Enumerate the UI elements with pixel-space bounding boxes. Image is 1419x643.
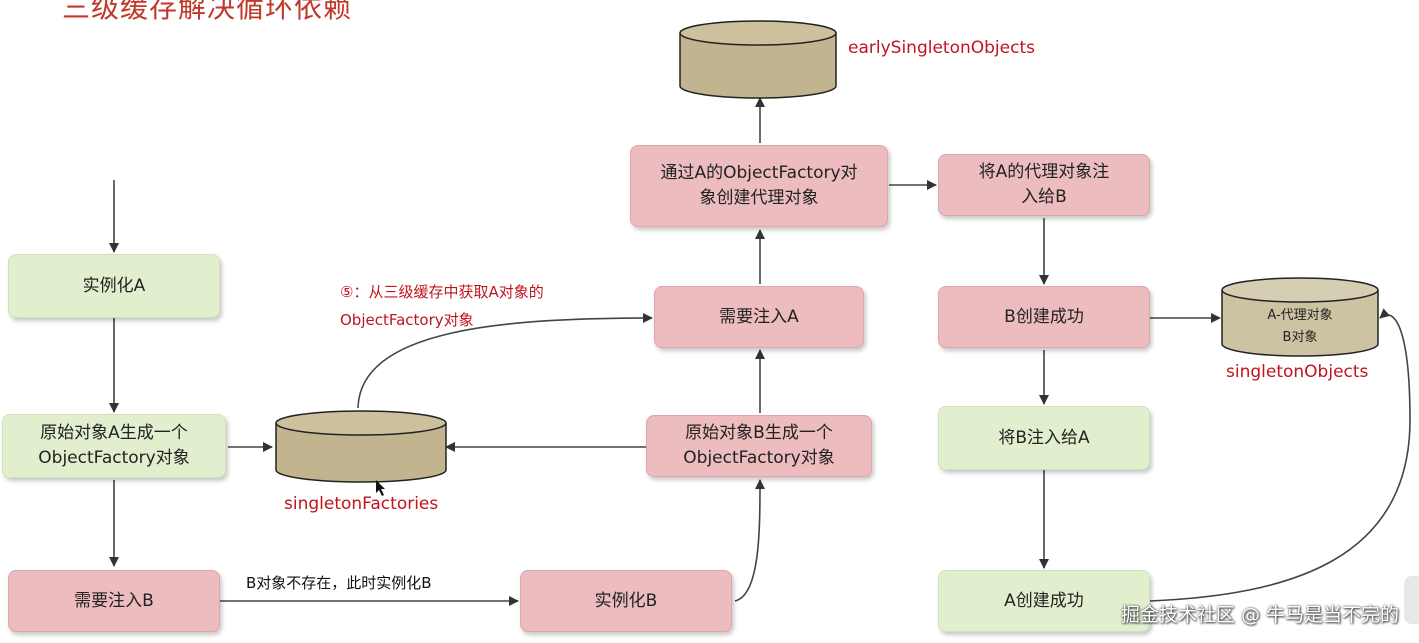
inject-b-to-a-node: 将B注入给A [938, 406, 1150, 470]
diagram-title: 三级缓存解决循环依赖 [62, 0, 353, 24]
singleton-factories-label: singletonFactories [284, 494, 439, 514]
early-singleton-objects-label: earlySingletonObjects [848, 38, 1035, 58]
b-created-node: B创建成功 [938, 286, 1150, 348]
factory-a-node: 原始对象A生成一个 ObjectFactory对象 [2, 414, 226, 478]
instantiate-b-label: 实例化B [594, 590, 658, 611]
inject-a-label: 需要注入A [719, 306, 799, 327]
inject-b-label: 需要注入B [74, 590, 154, 611]
instantiate-a-label: 实例化A [82, 275, 146, 296]
watermark: 掘金技术社区 @ 牛马是当不完的 [1120, 604, 1399, 626]
instantiate-a-node: 实例化A [8, 254, 220, 318]
proxy-create-label: 通过A的ObjectFactory对 象创建代理对象 [660, 163, 858, 208]
a-created-node: A创建成功 [938, 570, 1150, 632]
instantiate-b-node: 实例化B [520, 570, 732, 632]
factory-b-label: 原始对象B生成一个 ObjectFactory对象 [683, 423, 835, 468]
singleton-objects-label: singletonObjects [1226, 362, 1369, 382]
inject-a-node: 需要注入A [654, 286, 864, 348]
step5-note: ⑤：从三级缓存中获取A对象的 ObjectFactory对象 [340, 283, 544, 329]
singleton-objects-content: A-代理对象 B对象 [1267, 308, 1333, 345]
side-handle [1404, 576, 1419, 624]
proxy-create-node: 通过A的ObjectFactory对 象创建代理对象 [630, 145, 888, 227]
b-missing-note: B对象不存在，此时实例化B [246, 574, 432, 592]
factory-b-node: 原始对象B生成一个 ObjectFactory对象 [646, 415, 872, 477]
inject-proxy-node: 将A的代理对象注 入给B [938, 154, 1150, 216]
inject-proxy-label: 将A的代理对象注 入给B [978, 162, 1110, 207]
arrow-factories-to-inject-a [357, 313, 653, 409]
arrow-instantiate-b-to-factory-b [734, 479, 765, 602]
early-singleton-objects-cylinder [679, 20, 837, 99]
factory-a-label: 原始对象A生成一个 ObjectFactory对象 [38, 423, 190, 468]
a-created-label: A创建成功 [1004, 590, 1084, 611]
b-created-label: B创建成功 [1004, 306, 1084, 327]
singleton-factories-cylinder [275, 410, 447, 483]
singleton-objects-cylinder [1221, 277, 1379, 357]
arrow-a-created-to-singletons [1149, 308, 1411, 602]
cursor-icon [376, 480, 385, 496]
inject-b-node: 需要注入B [8, 570, 220, 632]
inject-b-to-a-label: 将B注入给A [998, 427, 1090, 448]
